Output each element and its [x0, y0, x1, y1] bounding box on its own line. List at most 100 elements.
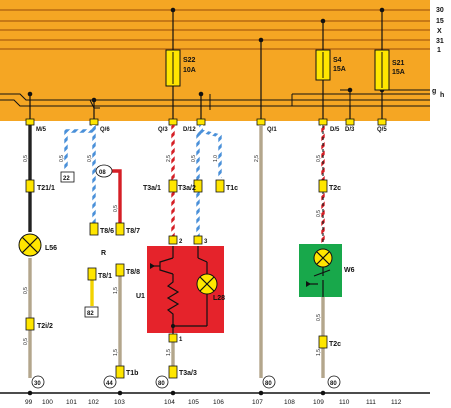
conn-t2i-2: T2i/2: [37, 323, 53, 330]
port-label-d5: D/5: [330, 127, 340, 133]
port-label-q5: Q/5: [377, 127, 387, 133]
conn-t8-8: T8/8: [126, 269, 140, 276]
wire-blue-to-22: [64, 125, 96, 170]
ref-box-22: 22: [60, 171, 75, 183]
rail-label-x: X: [437, 28, 442, 35]
rail-labels: 30 15 X 31 1 g h: [432, 7, 444, 99]
fuse-s4: S4 15A: [315, 49, 346, 81]
track-107: 107: [252, 399, 263, 406]
size-label-q: 1,5: [316, 349, 322, 356]
size-label-d: 0,5: [59, 155, 65, 162]
size-label-p: 1,5: [166, 349, 172, 356]
conn-t3a-1: T3a/1: [143, 185, 161, 192]
connector-labels: T21/1 T2i/2 T8/6 T8/7 T8/8 T8/1 T1b T3a/…: [37, 185, 341, 377]
port-label-d3: D/3: [345, 127, 355, 133]
size-label-j: 0,5: [316, 155, 322, 162]
inline-connectors: [25, 179, 328, 379]
track-105: 105: [188, 399, 199, 406]
size-label-o: 0,5: [316, 314, 322, 321]
ground-refs: 30 44 80 80 80: [31, 375, 341, 389]
conn-t2c-bottom: T2c: [329, 341, 341, 348]
port-label-d12: D/12: [183, 127, 196, 133]
component-r-label: R: [101, 250, 106, 257]
conn-t1b: T1b: [126, 370, 138, 377]
track-99: 99: [25, 399, 33, 406]
track-112: 112: [391, 399, 402, 406]
port-label-q6: Q/6: [100, 127, 110, 133]
module-u1-label: U1: [136, 293, 145, 300]
size-label-c: 0,5: [23, 338, 29, 345]
fuse-s21-name: S21: [392, 60, 405, 67]
port-label-m5: M/5: [36, 127, 47, 133]
ground-ref-80b: 80: [265, 381, 272, 387]
conn-t3a-3: T3a/3: [179, 370, 197, 377]
size-label-b: 0,5: [23, 287, 29, 294]
module-w6: W6: [299, 244, 355, 297]
rail-label-1: 1: [437, 47, 441, 54]
module-u1: U1 L28: [136, 246, 225, 340]
fuse-s4-rating: 15A: [333, 66, 346, 73]
lamp-l28-label: L28: [213, 295, 225, 302]
ref-08-text: 08: [99, 170, 106, 176]
track-numbers: 99 100 101 102 103 104 105 106 107 108 1…: [25, 399, 402, 406]
fuse-s4-name: S4: [333, 57, 342, 64]
rail-lines: [0, 9, 430, 50]
wire-blue-hatched-106: [199, 125, 222, 178]
rail-label-31: 31: [436, 38, 444, 45]
size-label-h: 1,0: [213, 155, 219, 162]
ref-22-text: 22: [63, 176, 70, 182]
conn-t2c-top: T2c: [329, 185, 341, 192]
size-label-m: 1,5: [113, 287, 119, 294]
conn-t8-1: T8/1: [98, 273, 112, 280]
track-103: 103: [114, 399, 125, 406]
track-101: 101: [66, 399, 77, 406]
track-110: 110: [339, 399, 350, 406]
size-label-f: 2,5: [166, 155, 172, 162]
track-100: 100: [42, 399, 53, 406]
track-111: 111: [366, 399, 376, 406]
fuse-s22-name: S22: [183, 57, 196, 64]
track-106: 106: [213, 399, 224, 406]
u1-pin-3: 3: [204, 239, 208, 245]
size-label-k: 0,5: [316, 210, 322, 217]
rail-label-g: g: [432, 88, 436, 95]
port-labels: M/5 Q/6 Q/3 D/12 Q/1 D/5 D/3 Q/5: [36, 127, 387, 133]
track-102: 102: [88, 399, 99, 406]
ground-ref-80a: 80: [158, 381, 165, 387]
rail-label-h: h: [440, 92, 444, 99]
wire-size-labels: 0,5 0,5 0,5 0,5 0,5 2,5 0,5 1,0 2,5 0,5 …: [23, 155, 322, 356]
ground-ref-80c: 80: [330, 381, 337, 387]
fuse-box-band: [0, 0, 430, 121]
fuse-s21: S21 15A: [374, 49, 405, 91]
u1-pin-1: 1: [179, 337, 183, 343]
ground-junctions: [27, 390, 326, 396]
fuse-s22: S22 10A: [165, 49, 196, 87]
size-label-i: 2,5: [254, 155, 260, 162]
lamp-l56-label: L56: [45, 245, 57, 252]
ground-ref-44: 44: [106, 381, 113, 387]
pin-markers-u1: [168, 235, 203, 343]
conn-t21-1: T21/1: [37, 185, 55, 192]
wire-red-08: [112, 169, 122, 227]
fuse-s21-rating: 15A: [392, 69, 405, 76]
ground-ref-30: 30: [34, 381, 41, 387]
port-label-q1: Q/1: [267, 127, 277, 133]
size-label-n: 1,5: [113, 349, 119, 356]
internal-busbars: [0, 89, 430, 110]
u1-pin-2: 2: [179, 239, 183, 245]
size-label-g: 0,5: [191, 155, 197, 162]
size-label-l: 0,5: [113, 205, 119, 212]
lamp-l56: L56: [18, 233, 57, 257]
ref-box-82: 82: [84, 306, 99, 318]
header-taps: [29, 10, 383, 121]
ref-82-text: 82: [87, 311, 94, 317]
rail-label-15: 15: [436, 18, 444, 25]
conn-t1c: T1c: [226, 185, 238, 192]
size-label-e: 0,5: [87, 155, 93, 162]
fuse-s22-rating: 10A: [183, 67, 196, 74]
conn-t3a-2: T3a/2: [178, 185, 196, 192]
conn-t8-7: T8/7: [126, 228, 140, 235]
rail-label-30: 30: [436, 7, 444, 14]
